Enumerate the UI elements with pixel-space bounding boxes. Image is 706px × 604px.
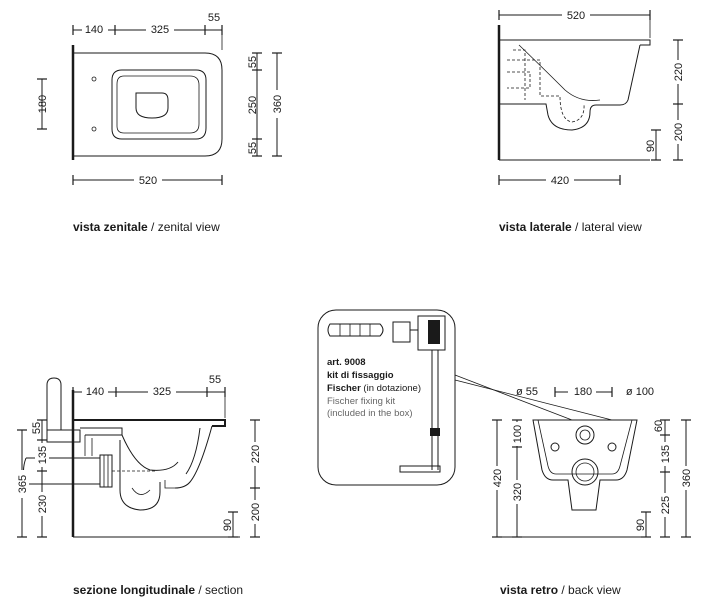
zen-caption: vista zenitale / zenital view <box>73 220 220 234</box>
back-dim-top-c: ø 100 <box>626 386 654 398</box>
zen-dim-left: 180 <box>37 95 49 113</box>
lat-caption: vista laterale / lateral view <box>499 220 642 234</box>
zen-dim-top-c: 55 <box>208 12 220 24</box>
zen-dim-right-total: 360 <box>272 95 284 113</box>
sec-dim-left-a: 55 <box>31 422 43 434</box>
fixing-kit-callout: art. 9008 kit di fissaggio Fischer (in d… <box>317 309 613 486</box>
lat-dim-top: 520 <box>567 10 585 22</box>
zen-dim-top-a: 140 <box>85 24 103 36</box>
kit-line1: art. 9008 <box>327 357 366 368</box>
back-dim-bottom-left: 90 <box>635 519 647 531</box>
sec-dim-top-c: 55 <box>209 374 221 386</box>
zen-dim-right-b: 250 <box>247 96 259 114</box>
lat-dim-right-b: 200 <box>673 123 685 141</box>
sec-dim-left-total: 365 <box>17 475 29 493</box>
sec-dim-right-b: 200 <box>250 503 262 521</box>
lat-dim-right-a: 220 <box>673 63 685 81</box>
kit-line2: kit di fissaggio <box>327 370 394 381</box>
zen-dim-right-a: 55 <box>247 56 259 68</box>
kit-line3: Fischer (in dotazione) <box>327 383 421 394</box>
back-dim-right-a: 60 <box>653 420 665 432</box>
kit-line4: Fischer fixing kit <box>327 396 395 407</box>
sec-dim-top-a: 140 <box>86 386 104 398</box>
lateral-view: 520 220 200 90 420 vista laterale / late… <box>497 8 685 234</box>
back-dim-left-a: 100 <box>512 425 524 443</box>
kit-line5: (included in the box) <box>327 408 413 419</box>
back-dim-right-total: 360 <box>681 469 693 487</box>
back-dim-right-c: 225 <box>660 496 672 514</box>
back-dim-top-b: 180 <box>574 386 592 398</box>
back-dim-right-b: 135 <box>660 445 672 463</box>
sec-dim-right-c: 90 <box>222 519 234 531</box>
sec-dim-top-b: 325 <box>153 386 171 398</box>
lat-dim-right-c: 90 <box>645 140 657 152</box>
sec-caption: sezione longitudinale / section <box>73 583 243 597</box>
back-view: 180 ø 55 ø 100 420 100 320 90 60 135 225 <box>490 385 693 597</box>
back-dim-top-a: ø 55 <box>516 386 538 398</box>
sec-dim-right-a: 220 <box>250 445 262 463</box>
back-dim-left-total: 420 <box>492 469 504 487</box>
lat-dim-bottom: 420 <box>551 175 569 187</box>
sec-dim-left-c: 230 <box>37 495 49 513</box>
zen-dim-bottom: 520 <box>139 175 157 187</box>
back-caption: vista retro / back view <box>500 583 621 597</box>
back-dim-left-b: 320 <box>512 483 524 501</box>
section-view: 140 325 55 365 55 135 230 220 200 90 sez… <box>15 374 262 597</box>
zenital-view: 140 325 55 180 55 250 55 360 520 vista z… <box>37 12 284 234</box>
sec-dim-left-b: 135 <box>37 446 49 464</box>
zen-dim-top-b: 325 <box>151 24 169 36</box>
zen-dim-right-c: 55 <box>247 142 259 154</box>
